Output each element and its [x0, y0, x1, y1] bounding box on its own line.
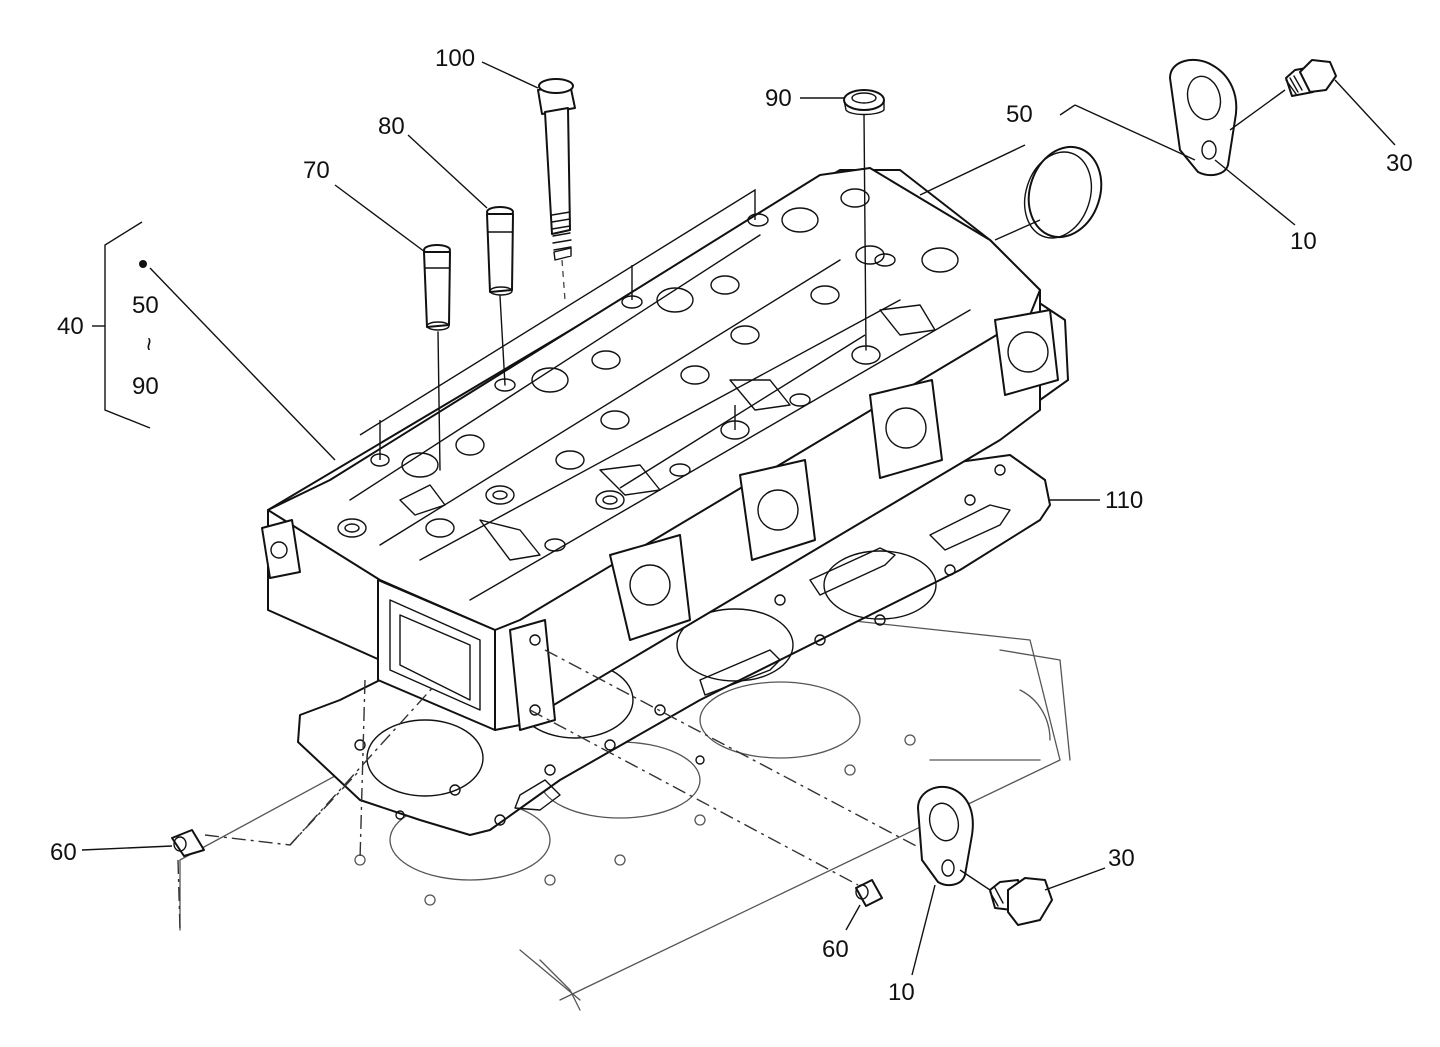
label-30-bottom: 30 [1108, 845, 1135, 872]
bolt-30-bottom [989, 877, 1053, 926]
hanger-plate-10-bottom [917, 785, 974, 887]
label-60-left: 60 [50, 839, 77, 866]
cylinder-head [261, 167, 1069, 731]
label-90-group: 90 [132, 373, 159, 400]
label-10-top: 10 [1290, 228, 1317, 255]
group-bracket-40 [92, 221, 151, 429]
plug-90 [843, 89, 885, 116]
hanger-plate-10-top [1169, 58, 1238, 177]
label-50-right: 50 [1006, 101, 1033, 128]
plug-60-left [171, 829, 205, 857]
label-40: 40 [57, 313, 84, 340]
plug-60-bottom [855, 879, 883, 907]
label-80: 80 [378, 113, 405, 140]
valve-guide-80 [486, 206, 514, 296]
label-110: 110 [1105, 487, 1143, 514]
label-90-top: 90 [765, 85, 792, 112]
label-30-top: 30 [1386, 150, 1413, 177]
label-50-group: 50 [132, 292, 159, 319]
head-bolt-100 [537, 78, 576, 301]
cup-plug-50 [1023, 145, 1103, 239]
bolt-30-top [1285, 59, 1337, 97]
valve-guide-70 [423, 244, 451, 331]
label-70: 70 [303, 157, 330, 184]
label-tilde: ~ [135, 337, 162, 351]
label-100: 100 [435, 45, 475, 72]
group-marker-dot [139, 260, 147, 268]
label-60-bottom: 60 [822, 936, 849, 963]
leader-lines [149, 188, 921, 931]
label-10-bottom: 10 [888, 979, 915, 1006]
deck-holes [337, 188, 959, 561]
